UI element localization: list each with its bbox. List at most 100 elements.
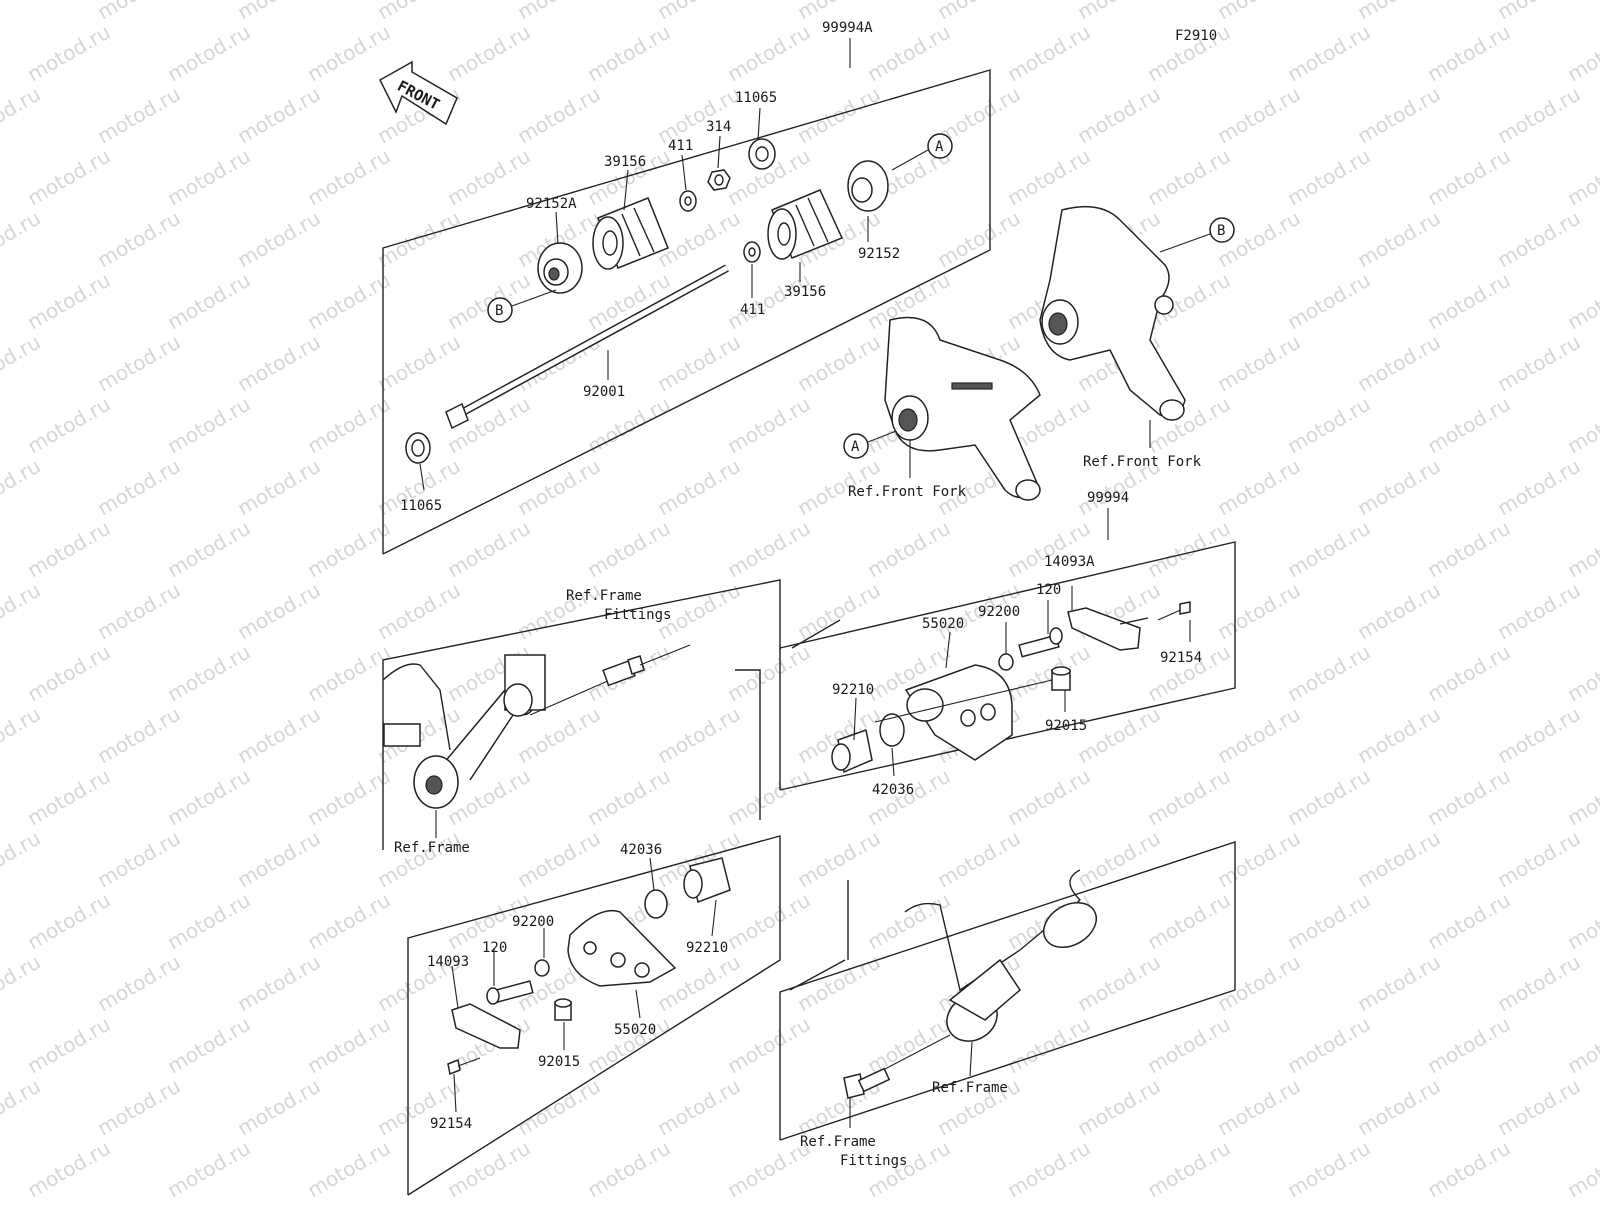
screw-92154-left xyxy=(447,1057,481,1076)
watermark-text: motod.ru xyxy=(1073,950,1164,1017)
watermark-text: motod.ru xyxy=(723,888,814,955)
watermark-text: motod.ru xyxy=(583,392,674,459)
watermark-text: motod.ru xyxy=(653,1074,744,1141)
watermark-text: motod.ru xyxy=(653,82,744,149)
watermark-text: motod.ru xyxy=(0,702,45,769)
label-42036-left: 42036 xyxy=(620,842,662,858)
part-11065-clip-top xyxy=(748,138,776,170)
watermark-text: motod.ru xyxy=(93,454,184,521)
watermark-text: motod.ru xyxy=(653,454,744,521)
watermark-text: motod.ru xyxy=(933,206,1024,273)
watermark-text: motod.ru xyxy=(93,578,184,645)
watermark-text: motod.ru xyxy=(1353,578,1444,645)
callout-b-fork: B xyxy=(1159,217,1235,253)
watermark-text: motod.ru xyxy=(23,764,114,831)
watermark-text: motod.ru xyxy=(1563,1012,1600,1079)
watermark-text: motod.ru xyxy=(863,20,954,87)
watermark-text: motod.ru xyxy=(1283,516,1374,583)
label-ref-front-fork-left: Ref.Front Fork xyxy=(848,484,967,500)
callout-a-fork: A xyxy=(843,427,905,459)
frame-fitting-bolt-bottom xyxy=(843,1034,951,1099)
watermark-text: motod.ru xyxy=(1493,826,1584,893)
watermark-text: motod.ru xyxy=(1563,392,1600,459)
watermark-text: motod.ru xyxy=(583,764,674,831)
watermark-text: motod.ru xyxy=(303,888,394,955)
watermark-text: motod.ru xyxy=(1493,82,1584,149)
part-39156-slider-right xyxy=(767,189,844,260)
watermark-text: motod.ru xyxy=(93,0,184,24)
watermark-text: motod.ru xyxy=(1003,764,1094,831)
figure-code: F2910 xyxy=(1175,28,1217,44)
watermark-text: motod.ru xyxy=(1563,516,1600,583)
watermark-text: motod.ru xyxy=(163,640,254,707)
label-411-top: 411 xyxy=(668,138,693,154)
watermark-text: motod.ru xyxy=(653,330,744,397)
part-11065-clip-bottom xyxy=(405,432,431,464)
washer-92200-left xyxy=(534,959,550,977)
slider-55020-left xyxy=(567,910,677,987)
watermark-text: motod.ru xyxy=(1353,0,1444,24)
watermark-text: motod.ru xyxy=(1423,516,1514,583)
watermark-text: motod.ru xyxy=(93,1074,184,1141)
watermark-text: motod.ru xyxy=(1423,20,1514,87)
label-411-bottom: 411 xyxy=(740,302,765,318)
watermark-text: motod.ru xyxy=(23,516,114,583)
label-55020-left: 55020 xyxy=(614,1022,656,1038)
watermark-text: motod.ru xyxy=(1073,826,1164,893)
watermark-text: motod.ru xyxy=(443,1136,534,1200)
watermark-text: motod.ru xyxy=(583,516,674,583)
label-ref-frame-fittings-bot-2: Fittings xyxy=(840,1153,907,1169)
watermark-text: motod.ru xyxy=(93,82,184,149)
watermark-text: motod.ru xyxy=(23,20,114,87)
part-92152A-collar xyxy=(537,242,583,294)
watermark-text: motod.ru xyxy=(1073,702,1164,769)
watermark-text: motod.ru xyxy=(653,0,744,24)
callout-b-left: B xyxy=(487,289,557,323)
watermark-text: motod.ru xyxy=(1353,206,1444,273)
watermark-text: motod.ru xyxy=(23,640,114,707)
watermark-text: motod.ru xyxy=(163,144,254,211)
watermark-text: motod.ru xyxy=(373,826,464,893)
watermark-text: motod.ru xyxy=(0,82,45,149)
watermark-text: motod.ru xyxy=(723,640,814,707)
watermark-text: motod.ru xyxy=(443,20,534,87)
collar-92015-right xyxy=(1051,666,1071,691)
watermark-text: motod.ru xyxy=(723,268,814,335)
watermark-text: motod.ru xyxy=(1143,888,1234,955)
watermark-text: motod.ru xyxy=(1423,888,1514,955)
watermark-text: motod.ru xyxy=(513,826,604,893)
leader-lines xyxy=(419,38,1191,1128)
callout-a-top: A xyxy=(891,133,953,171)
watermark-text: motod.ru xyxy=(93,206,184,273)
watermark-text: motod.ru xyxy=(1003,1136,1094,1200)
watermark-text: motod.ru xyxy=(1003,516,1094,583)
callout-b-left-label: B xyxy=(495,303,503,319)
watermark-text: motod.ru xyxy=(723,392,814,459)
watermark-text: motod.ru xyxy=(443,516,534,583)
watermark-text: motod.ru xyxy=(1073,82,1164,149)
watermark-text: motod.ru xyxy=(1213,578,1304,645)
watermark-text: motod.ru xyxy=(373,578,464,645)
label-120-left: 120 xyxy=(482,940,507,956)
watermark-text: motod.ru xyxy=(0,950,45,1017)
watermark-text: motod.ru xyxy=(1283,268,1374,335)
watermark-text: motod.ru xyxy=(863,888,954,955)
washer-42036-left xyxy=(644,889,668,919)
watermark-text: motod.ru xyxy=(933,0,1024,24)
watermark-text: motod.ru xyxy=(163,888,254,955)
panel-front-slider xyxy=(382,69,991,555)
watermark-text: motod.ru xyxy=(1143,144,1234,211)
label-92210-right: 92210 xyxy=(832,682,874,698)
watermark-text: motod.ru xyxy=(233,1074,324,1141)
watermark-text: motod.ru xyxy=(1423,1136,1514,1200)
watermark-text: motod.ru xyxy=(1353,1074,1444,1141)
watermark-text: motod.ru xyxy=(1423,392,1514,459)
watermark-text: motod.ru xyxy=(653,206,744,273)
watermark-text: motod.ru xyxy=(863,1012,954,1079)
part-92001-shaft xyxy=(445,264,729,430)
watermark-text: motod.ru xyxy=(583,20,674,87)
watermark-text: motod.ru xyxy=(1213,330,1304,397)
watermark-text: motod.ru xyxy=(1423,144,1514,211)
part-labels: 99994A 99994 11065 314 411 39156 92152A … xyxy=(394,20,1202,1169)
part-39156-slider-left xyxy=(592,197,669,270)
